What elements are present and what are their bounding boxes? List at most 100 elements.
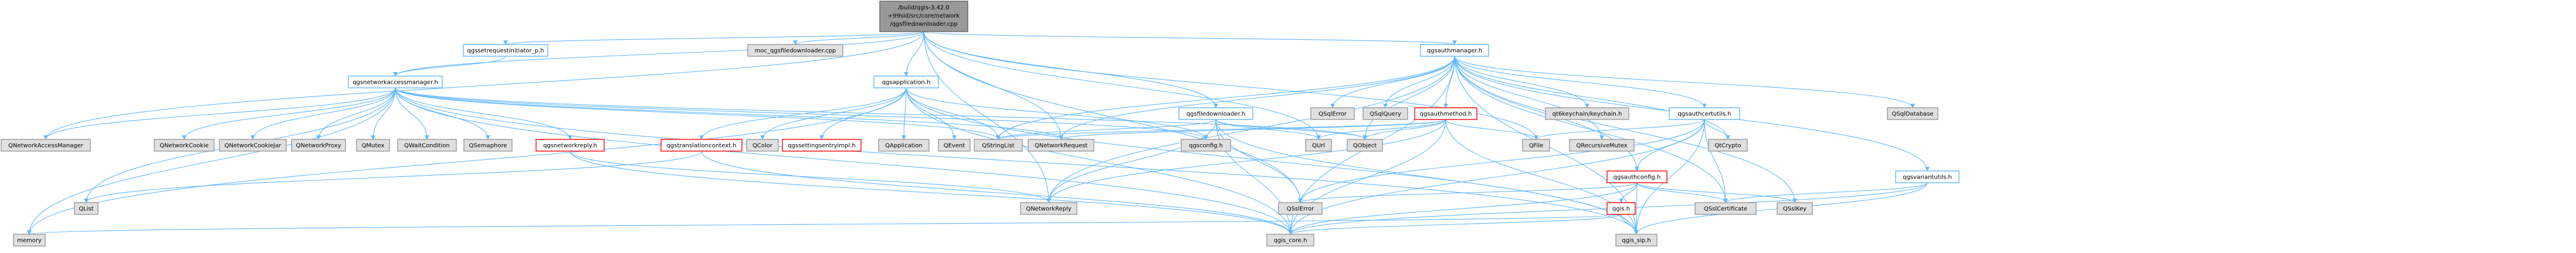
node-label: QFile bbox=[1529, 143, 1544, 149]
node-label: QNetworkProxy bbox=[296, 143, 341, 149]
node-qgssetrequestinitiator[interactable]: qgssetrequestinitiator_p.h bbox=[463, 44, 548, 57]
node-label: qgstranslationcontext.h bbox=[667, 143, 737, 149]
node-qgsauthconfig[interactable]: qgsauthconfig.h bbox=[1606, 170, 1667, 183]
edge-qgsauthcertutils-to-qfile bbox=[1534, 119, 1705, 140]
edge-qgsauthconfig-to-qgis-core bbox=[1288, 182, 1638, 235]
edge-qgsfiledownloader-to-qurl bbox=[1215, 119, 1321, 140]
edge-qgsapplication-to-qgstranslationcontext bbox=[699, 87, 907, 140]
node-qgsnetworkreply[interactable]: qgsnetworkreply.h bbox=[535, 139, 605, 152]
edge-qgsnetworkaccessmanager-to-memory bbox=[27, 87, 396, 235]
node-qnetworkrequest: QNetworkRequest bbox=[1028, 139, 1094, 152]
node-qgsfiledownloader[interactable]: qgsfiledownloader.h bbox=[1178, 107, 1253, 120]
edge-qgsauthmanager-to-qtcrypto bbox=[1454, 56, 1730, 140]
node-qsslkey: QSslKey bbox=[1777, 202, 1813, 215]
edge-qgsnetworkaccessmanager-to-qobject bbox=[395, 87, 1367, 140]
edge-qgsnetworkreply-to-qgis-core bbox=[570, 151, 1293, 235]
node-label: QSqlDatabase bbox=[1892, 111, 1933, 118]
node-qsslerror: QSslError bbox=[1278, 202, 1323, 215]
node-qsslcertificate: QSslCertificate bbox=[1694, 202, 1757, 215]
edge-qgsauthconfig-to-qgis-sip bbox=[1634, 182, 1639, 235]
node-qgsvariantutils[interactable]: qgsvariantutils.h bbox=[1895, 170, 1960, 183]
node-label: QNetworkCookieJar bbox=[225, 143, 282, 149]
node-label: qgsnetworkreply.h bbox=[543, 143, 597, 149]
node-box bbox=[1420, 44, 1489, 57]
edge-root-to-qgsnetworkaccessmanager bbox=[393, 31, 924, 77]
node-box bbox=[1669, 107, 1740, 120]
node-box bbox=[1615, 234, 1658, 247]
node-qgssettingsentryimpl[interactable]: qgssettingsentryimpl.h bbox=[782, 139, 862, 152]
edge-qgsauthcertutils-to-qsslerror bbox=[1298, 119, 1705, 203]
edge-root-to-qnetworkreply bbox=[923, 31, 1051, 203]
node-label: qgsauthconfig.h bbox=[1614, 175, 1661, 181]
node-root[interactable]: /build/qgis-3.42.0+99sid/src/core/networ… bbox=[879, 1, 968, 32]
node-box bbox=[219, 139, 287, 152]
edge-qgsauthcertutils-to-qsslcertificate bbox=[1704, 119, 1728, 203]
edge-root-to-moc bbox=[793, 31, 924, 45]
node-qgsapplication[interactable]: qgsapplication.h bbox=[873, 76, 939, 88]
edge-qgsnetworkaccessmanager-to-qnetworkaccessmanager bbox=[43, 87, 396, 140]
node-label: qgsauthmethod.h bbox=[1420, 111, 1472, 118]
node-label: QSqlError bbox=[1318, 111, 1347, 118]
node-label: QList bbox=[79, 206, 93, 213]
node-box bbox=[1, 139, 91, 152]
node-qgsnetworkaccessmanager[interactable]: qgsnetworkaccessmanager.h bbox=[348, 76, 443, 88]
edge-qgsauthmanager-to-qsqldatabase bbox=[1454, 56, 1915, 108]
edge-qgsnetworkaccessmanager-to-qnetworkcookie bbox=[182, 87, 396, 140]
node-qgsauthmethod[interactable]: qgsauthmethod.h bbox=[1414, 107, 1477, 120]
node-label: qgis_core.h bbox=[1274, 238, 1307, 244]
node-box bbox=[1545, 107, 1629, 120]
node-qgsauthmanager[interactable]: qgsauthmanager.h bbox=[1420, 44, 1489, 57]
node-label: QApplication bbox=[885, 143, 923, 149]
edge-qgsnetworkreply-to-qnetworkreply bbox=[570, 151, 1051, 203]
node-label: qgsconfig.h bbox=[1189, 143, 1223, 149]
node-qgstranslationcontext[interactable]: qgstranslationcontext.h bbox=[660, 139, 743, 152]
node-box bbox=[74, 202, 99, 215]
node-label-line: /qgsfiledownloader.cpp bbox=[890, 21, 958, 28]
edge-qgsnetworkaccessmanager-to-qnetworkcookiejar bbox=[250, 87, 396, 140]
node-box bbox=[1777, 202, 1813, 215]
node-qnetworkcookiejar: QNetworkCookieJar bbox=[219, 139, 287, 152]
node-label: qgsfiledownloader.h bbox=[1187, 111, 1245, 118]
node-box bbox=[154, 139, 215, 152]
node-box bbox=[291, 139, 346, 152]
node-qsqlerror: QSqlError bbox=[1310, 107, 1355, 120]
node-box bbox=[746, 139, 779, 152]
edge-qgsnetworkaccessmanager-to-qsemaphore bbox=[395, 87, 490, 140]
edge-qgsvariantutils-to-qsslcertificate bbox=[1723, 182, 1928, 203]
edge-qgsfiledownloader-to-qnetworkreply bbox=[1046, 119, 1216, 203]
node-label: QSqlQuery bbox=[1370, 111, 1401, 118]
node-label: QStringList bbox=[982, 143, 1014, 149]
edge-qgsfiledownloader-to-qgis-core bbox=[1215, 119, 1293, 235]
edge-root-to-qnetworkaccessmanager bbox=[43, 31, 924, 140]
node-box bbox=[974, 139, 1023, 152]
edge-qgsauthmethod-to-qnetworkreply bbox=[1046, 119, 1446, 203]
node-box bbox=[1606, 202, 1636, 215]
edge-qgsauthmethod-to-qfile bbox=[1445, 119, 1538, 140]
node-label: qgssettingsentryimpl.h bbox=[788, 143, 855, 149]
node-box bbox=[1310, 107, 1355, 120]
node-box bbox=[879, 1, 968, 32]
edge-root-to-qurl bbox=[923, 31, 1321, 140]
edge-qgstranslationcontext-to-qlist bbox=[84, 151, 702, 203]
node-box bbox=[13, 234, 46, 247]
node-label: qgis.h bbox=[1612, 206, 1630, 213]
node-qgsauthcertutils[interactable]: qgsauthcertutils.h bbox=[1669, 107, 1740, 120]
edge-qgsauthmethod-to-qurl bbox=[1316, 119, 1446, 140]
node-qlist: QList bbox=[74, 202, 99, 215]
node-box bbox=[873, 76, 939, 88]
edge-qgsauthmanager-to-qsqlerror bbox=[1330, 56, 1455, 108]
node-qstringlist: QStringList bbox=[974, 139, 1023, 152]
node-qwaitcondition: QWaitCondition bbox=[397, 139, 457, 152]
node-label: QMutex bbox=[362, 143, 385, 149]
node-box bbox=[1569, 139, 1635, 152]
node-label: qgssetrequestinitiator_p.h bbox=[467, 48, 544, 54]
node-qgis[interactable]: qgis.h bbox=[1606, 202, 1636, 215]
edge-qgsauthmanager-to-qsqlquery bbox=[1383, 56, 1455, 108]
edge-qgsauthmanager-to-qrecursivemutex bbox=[1454, 56, 1604, 140]
edge-qgsapplication-to-qapplication bbox=[901, 87, 907, 140]
node-box bbox=[1305, 139, 1332, 152]
edge-root-to-qgsfiledownloader bbox=[923, 31, 1218, 108]
node-box bbox=[1708, 139, 1748, 152]
node-label: QNetworkRequest bbox=[1035, 143, 1087, 149]
node-qcolor: QColor bbox=[746, 139, 779, 152]
